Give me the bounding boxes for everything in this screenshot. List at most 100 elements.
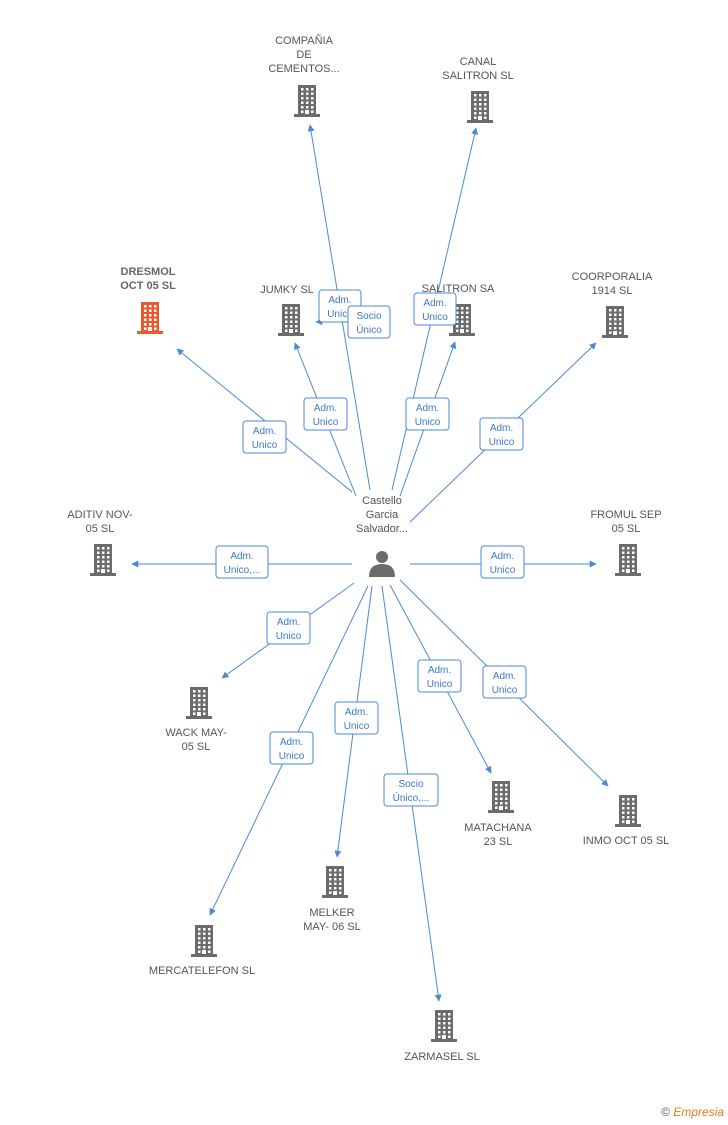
edge-label-salitron[interactable]: Adm. Unico [405, 397, 450, 431]
edge-label-wack[interactable]: Adm. Unico [266, 611, 311, 645]
copyright-symbol: © [661, 1105, 670, 1119]
company-label: CANAL [460, 56, 497, 68]
company-node-salitron[interactable]: SALITRON SA [422, 283, 495, 336]
edge-label-text: Adm. [253, 426, 276, 437]
edge-label-text: Adm. [416, 403, 439, 414]
building-icon [322, 866, 348, 898]
edge-label-text: Unico [415, 417, 441, 428]
company-node-zarmasel[interactable]: ZARMASEL SL [404, 1010, 480, 1063]
company-label: 23 SL [484, 836, 513, 848]
edge-label-text: Adm. [423, 298, 446, 309]
edge-label-text: Unico,... [224, 565, 261, 576]
edge-label-text: Adm. [490, 423, 513, 434]
company-label: 1914 SL [592, 285, 633, 297]
company-label: 05 SL [86, 523, 115, 535]
edge-label-text: Unico [252, 440, 278, 451]
edge-label-text: Unico [427, 679, 453, 690]
company-node-wack[interactable]: WACK MAY- 05 SL [165, 687, 227, 753]
edge-label-text: Adm. [328, 295, 351, 306]
edge-label-zarmasel[interactable]: SocioÚnico,... [383, 773, 439, 807]
building-icon [602, 306, 628, 338]
building-icon [137, 302, 163, 334]
company-label: SALITRON SA [422, 283, 495, 295]
company-node-fromul[interactable]: FROMUL SEP 05 SL [590, 509, 662, 576]
edge-label-mercatelefon[interactable]: Adm. Unico [269, 731, 314, 765]
edge-label-text: Socio [398, 779, 423, 790]
person-node[interactable]: CastelloGarciaSalvador... [356, 495, 408, 577]
edge-label-matachana[interactable]: Adm. Unico [417, 659, 462, 693]
company-node-dresmol[interactable]: DRESMOL OCT 05 SL [120, 266, 176, 334]
person-label: Salvador... [356, 523, 408, 535]
company-node-mercatelefon[interactable]: MERCATELEFON SL [149, 925, 255, 977]
edge-label-aditiv[interactable]: Adm. Unico,... [215, 545, 269, 579]
company-label: COMPAÑIA [275, 34, 334, 47]
edge-label-text: Adm. [230, 551, 253, 562]
edge-label-jumky[interactable]: Adm. Unico [303, 397, 348, 431]
building-icon [90, 544, 116, 576]
building-icon [449, 304, 475, 336]
building-icon [615, 544, 641, 576]
building-icon [488, 781, 514, 813]
building-icon [278, 304, 304, 336]
company-node-aditiv[interactable]: ADITIV NOV- 05 SL [67, 509, 133, 576]
company-node-coorporalia[interactable]: COORPORALIA 1914 SL [572, 271, 653, 338]
edge-label-text: Adm. [280, 737, 303, 748]
edge-label-coorporalia[interactable]: Adm. Unico [479, 417, 524, 451]
edge-label-text: Único [356, 323, 382, 336]
edge-label-text: Adm. [428, 665, 451, 676]
company-label: DRESMOL [121, 266, 176, 278]
edge-label-text: Socio [356, 311, 381, 322]
company-label: ADITIV NOV- [67, 509, 133, 521]
company-label: COORPORALIA [572, 271, 653, 283]
company-label: MAY- 06 SL [303, 921, 360, 933]
edge-label-text: Unico [344, 721, 370, 732]
company-node-jumky[interactable]: JUMKY SL [260, 284, 314, 336]
edge-label-text: Adm. [277, 617, 300, 628]
company-label: FROMUL SEP [590, 509, 661, 521]
company-label: INMO OCT 05 SL [583, 835, 670, 847]
edge-label-melker[interactable]: Adm.Unico [334, 701, 379, 735]
company-label: 05 SL [182, 741, 211, 753]
edge-label-text: Adm. [314, 403, 337, 414]
brand-logo[interactable]: Empresia [673, 1105, 724, 1119]
edge-label-text: Adm. [491, 551, 514, 562]
edge-label-text: Unico [422, 312, 448, 323]
building-icon [431, 1010, 457, 1042]
edge-label-text: Unico [313, 417, 339, 428]
edge-label-text: Unico [490, 565, 516, 576]
person-icon [369, 551, 395, 577]
edge-label-fromul[interactable]: Adm. Unico [480, 545, 525, 579]
edge-label-text: Unico [276, 631, 302, 642]
company-label: MATACHANA [464, 822, 532, 834]
company-node-matachana[interactable]: MATACHANA 23 SL [464, 781, 532, 848]
company-label: OCT 05 SL [120, 280, 176, 292]
company-label: WACK MAY- [165, 727, 227, 739]
company-label: MERCATELEFON SL [149, 965, 255, 977]
edge-label-text: Unico [279, 751, 305, 762]
company-label: ZARMASEL SL [404, 1051, 479, 1063]
person-label: Castello [362, 495, 402, 507]
edges-layer [131, 124, 609, 1002]
edge-label-text: Unico [327, 309, 353, 320]
company-node-inmo[interactable]: INMO OCT 05 SL [583, 795, 670, 847]
building-icon [294, 85, 320, 117]
building-icon [191, 925, 217, 957]
edge-label-dresmol[interactable]: Adm. Unico [242, 420, 287, 454]
edge-label-text: Único,... [393, 791, 430, 804]
person-label: Garcia [366, 509, 399, 521]
company-label: 05 SL [612, 523, 641, 535]
company-label: JUMKY SL [260, 284, 314, 296]
footer: © Empresia [661, 1105, 724, 1119]
company-label: DE [296, 49, 311, 61]
building-icon [615, 795, 641, 827]
edge-label-text: Unico [489, 437, 515, 448]
company-label: CEMENTOS... [268, 63, 339, 75]
company-node-cementos[interactable]: COMPAÑIA DE CEMENTOS... [268, 34, 340, 117]
edge-label-inmo[interactable]: Adm.Unico [482, 665, 527, 699]
edge-label-canal[interactable]: Adm. Unico [413, 292, 457, 326]
